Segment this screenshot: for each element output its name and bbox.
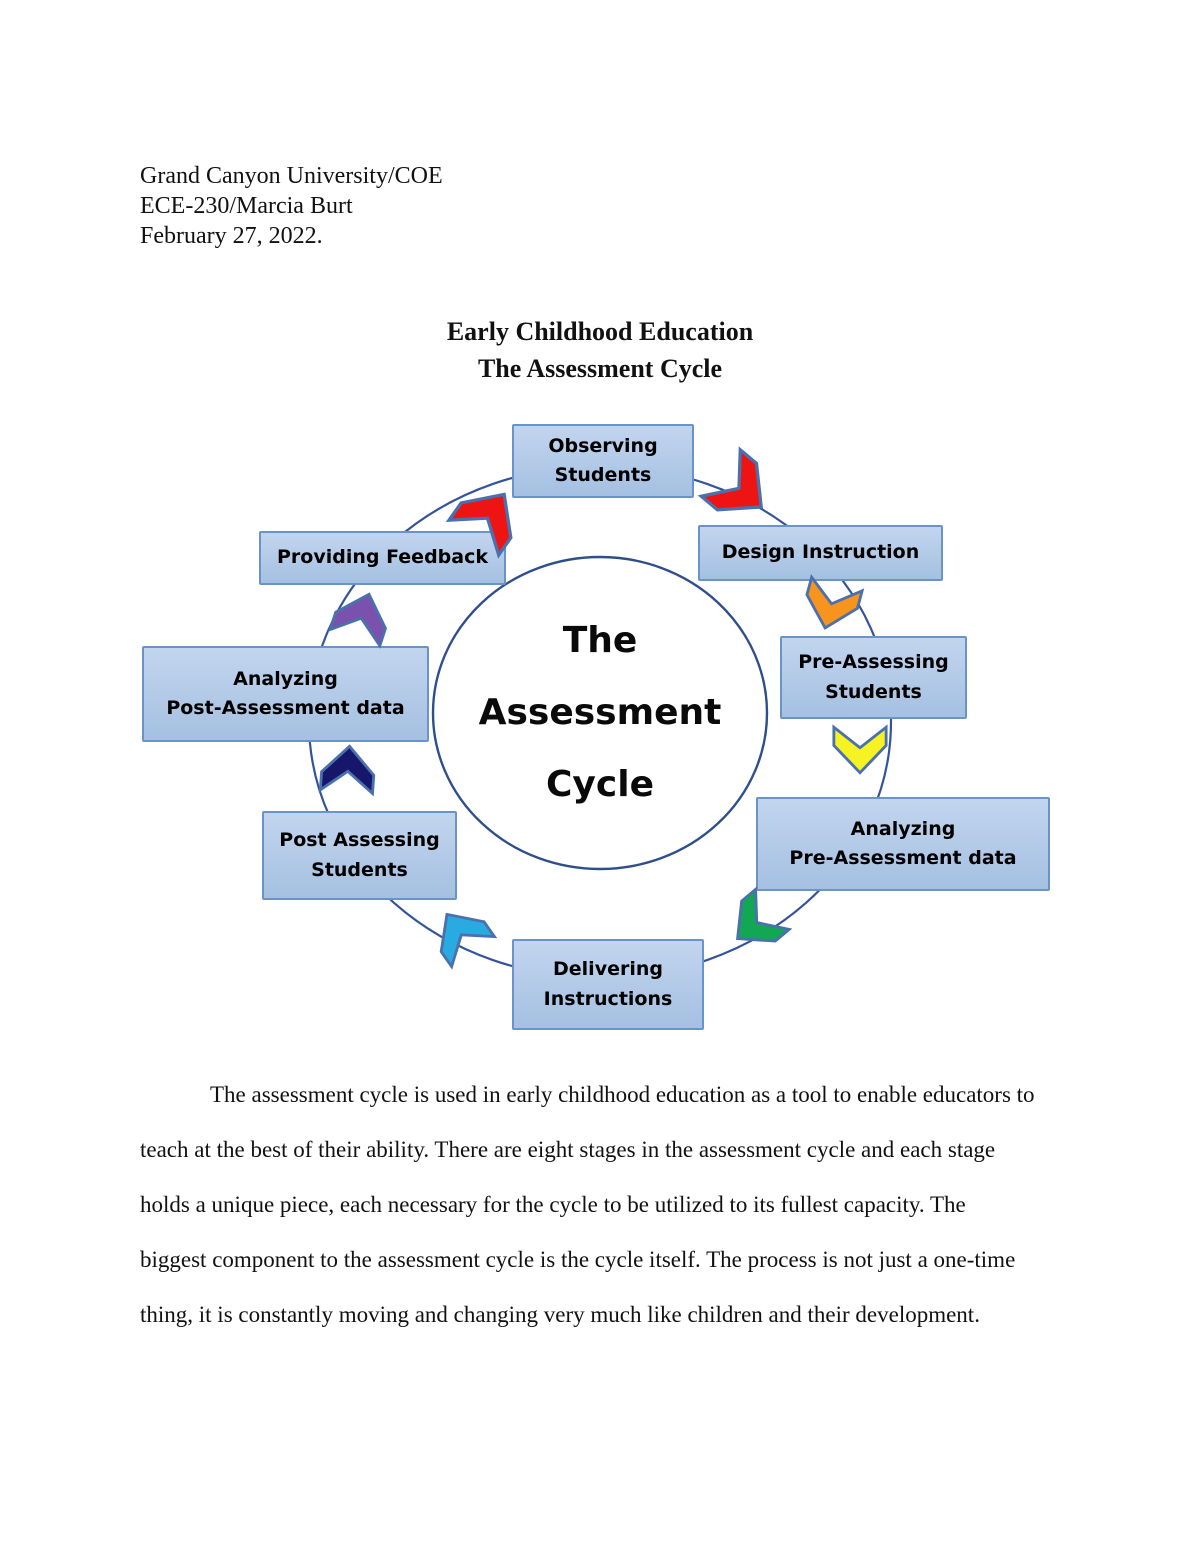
body-text-line: teach at the best of their ability. Ther… [140, 1137, 996, 1162]
stage-label: Design Instruction [721, 541, 920, 564]
orange-arrow-design-to-preassessing-icon [797, 574, 866, 637]
stage-label: Providing Feedback [276, 546, 488, 569]
cyan-arrow-delivering-to-postassessing-icon [422, 896, 498, 970]
stage-label: Analyzing [233, 667, 338, 690]
header-line-date: February 27, 2022. [140, 223, 323, 249]
purple-arrow-analyzingpost-to-providing-icon [327, 583, 398, 649]
green-arrow-analyzingpre-to-delivering-icon [717, 886, 793, 963]
stage-box-delivering-instructions: Delivering Instructions [512, 939, 704, 1030]
red-arrow-providing-to-observing-icon [445, 473, 532, 559]
stage-box-design-instruction: Design Instruction [698, 525, 943, 581]
stage-box-analyzing-post-assessment: Analyzing Post-Assessment data [142, 646, 429, 742]
body-paragraph: The assessment cycle is used in early ch… [140, 1067, 1035, 1342]
header-line-university: Grand Canyon University/COE [140, 163, 443, 189]
stage-label: Students [825, 680, 922, 703]
body-text-line: The assessment cycle is used in early ch… [210, 1082, 1035, 1107]
yellow-arrow-preassessing-to-analyzingpre-icon [831, 724, 889, 775]
stage-label: Pre-Assessing [798, 651, 949, 674]
title-line-2: The Assessment Cycle [477, 354, 723, 383]
page-title: Early Childhood Education The Assessment… [0, 313, 1200, 387]
stage-label: Pre-Assessment data [789, 847, 1017, 869]
assessment-cycle-diagram: Observing Students Design Instruction Pr… [0, 410, 1200, 1055]
stage-box-providing-feedback: Providing Feedback [259, 531, 506, 585]
stage-label: Post Assessing [279, 829, 440, 852]
stage-label: Analyzing [850, 817, 956, 840]
stage-label: Delivering [553, 958, 663, 981]
stage-box-analyzing-pre-assessment: Analyzing Pre-Assessment data [756, 797, 1050, 891]
stage-label: Post-Assessment data [166, 697, 405, 719]
stage-label: Students [311, 858, 408, 881]
stage-label: Students [554, 464, 652, 486]
title-line-1: Early Childhood Education [446, 317, 754, 346]
body-text-line: biggest component to the assessment cycl… [140, 1247, 1016, 1272]
header-line-course: ECE-230/Marcia Burt [140, 193, 353, 219]
stage-box-pre-assessing-students: Pre-Assessing Students [780, 636, 967, 719]
cycle-center-title: The Assessment Cycle [433, 556, 767, 870]
body-text-line: holds a unique piece, each necessary for… [140, 1192, 966, 1217]
stage-box-post-assessing-students: Post Assessing Students [262, 811, 457, 900]
document-header: Grand Canyon University/COE ECE-230/Marc… [140, 161, 443, 251]
stage-label: Observing [548, 434, 658, 457]
body-text-line: thing, it is constantly moving and chang… [140, 1302, 980, 1327]
center-line: The [562, 620, 638, 661]
stage-label: Instructions [543, 987, 673, 1010]
center-line: Cycle [546, 764, 654, 805]
center-line: Assessment [478, 692, 722, 733]
stage-box-observing-students: Observing Students [512, 424, 694, 498]
red-arrow-observing-to-design-icon [697, 446, 785, 534]
navy-arrow-postassessing-to-analyzingpost-icon [317, 742, 378, 797]
